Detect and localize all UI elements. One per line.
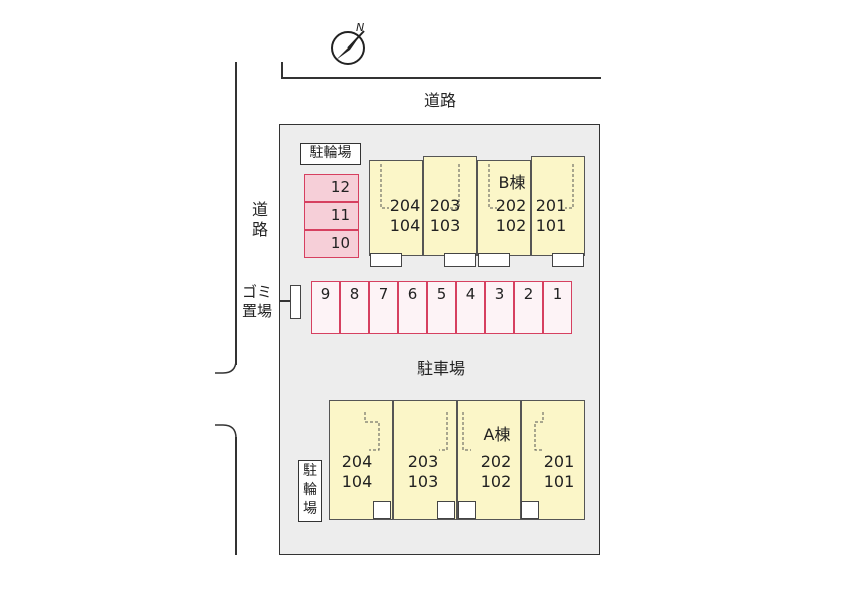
- left-road-corner-upper: [215, 360, 237, 374]
- building-b-window: [478, 253, 510, 267]
- building-a-label: A棟: [483, 425, 511, 444]
- unit-number: 201: [543, 452, 575, 471]
- building-a-unit: [329, 400, 393, 520]
- parking-space: 8: [340, 281, 369, 334]
- unit-number: 101: [535, 216, 567, 235]
- parking-space: 7: [369, 281, 398, 334]
- building-a-unit: [393, 400, 457, 520]
- unit-number: 103: [429, 216, 461, 235]
- garbage-area: [290, 285, 301, 319]
- bicycle-slot: 11: [304, 202, 359, 230]
- building-b-window: [552, 253, 584, 267]
- parking-space: 2: [514, 281, 543, 334]
- unit-number: 202: [495, 196, 527, 215]
- left-road-edge-upper: [235, 62, 237, 365]
- left-road-corner-lower: [215, 424, 237, 439]
- building-b-stair-outlines: [380, 164, 574, 209]
- unit-number: 103: [407, 472, 439, 491]
- parking-space: 5: [427, 281, 456, 334]
- building-b-window: [370, 253, 402, 267]
- unit-number: 102: [495, 216, 527, 235]
- south-bicycle-parking-title: 駐輪場: [298, 460, 322, 522]
- building-b-window: [444, 253, 476, 267]
- bicycle-slot: 10: [304, 230, 359, 258]
- unit-number: 204: [389, 196, 421, 215]
- compass-icon: [331, 30, 365, 65]
- parking-space: 9: [311, 281, 340, 334]
- top-road-label: 道路: [424, 91, 457, 110]
- unit-number: 101: [543, 472, 575, 491]
- north-bicycle-parking-title: 駐輪場: [300, 143, 361, 165]
- building-a-stair-outlines: [364, 412, 544, 451]
- bicycle-slot: 12: [304, 174, 359, 202]
- unit-number: 203: [429, 196, 461, 215]
- building-a-unit: [457, 400, 521, 520]
- parking-label: 駐車場: [417, 359, 466, 378]
- garbage-leader-line: [280, 300, 290, 302]
- unit-number: 102: [480, 472, 512, 491]
- parking-space: 6: [398, 281, 427, 334]
- parking-space-row: 9 8 7 6 5 4 3 2 1: [311, 281, 572, 334]
- building-a-unit: [521, 400, 585, 520]
- unit-number: 203: [407, 452, 439, 471]
- building-a-window: [373, 501, 391, 519]
- left-road-label: 道路: [252, 200, 269, 239]
- unit-number: 104: [389, 216, 421, 235]
- left-road-edge-lower: [235, 437, 237, 555]
- parking-space: 4: [456, 281, 485, 334]
- building-a-window: [437, 501, 455, 519]
- top-road-edge: [281, 62, 283, 78]
- building-b-unit: [369, 160, 423, 256]
- unit-number: 204: [341, 452, 373, 471]
- building-a-window: [458, 501, 476, 519]
- top-road-edge: [281, 77, 601, 79]
- parking-space: 3: [485, 281, 514, 334]
- compass-north-label: N: [356, 21, 365, 34]
- unit-number: 202: [480, 452, 512, 471]
- garbage-label: ゴミ置場: [242, 283, 273, 320]
- parking-space: 1: [543, 281, 572, 334]
- building-b-label: B棟: [498, 173, 526, 192]
- building-a-window: [521, 501, 539, 519]
- unit-number: 104: [341, 472, 373, 491]
- unit-number: 201: [535, 196, 567, 215]
